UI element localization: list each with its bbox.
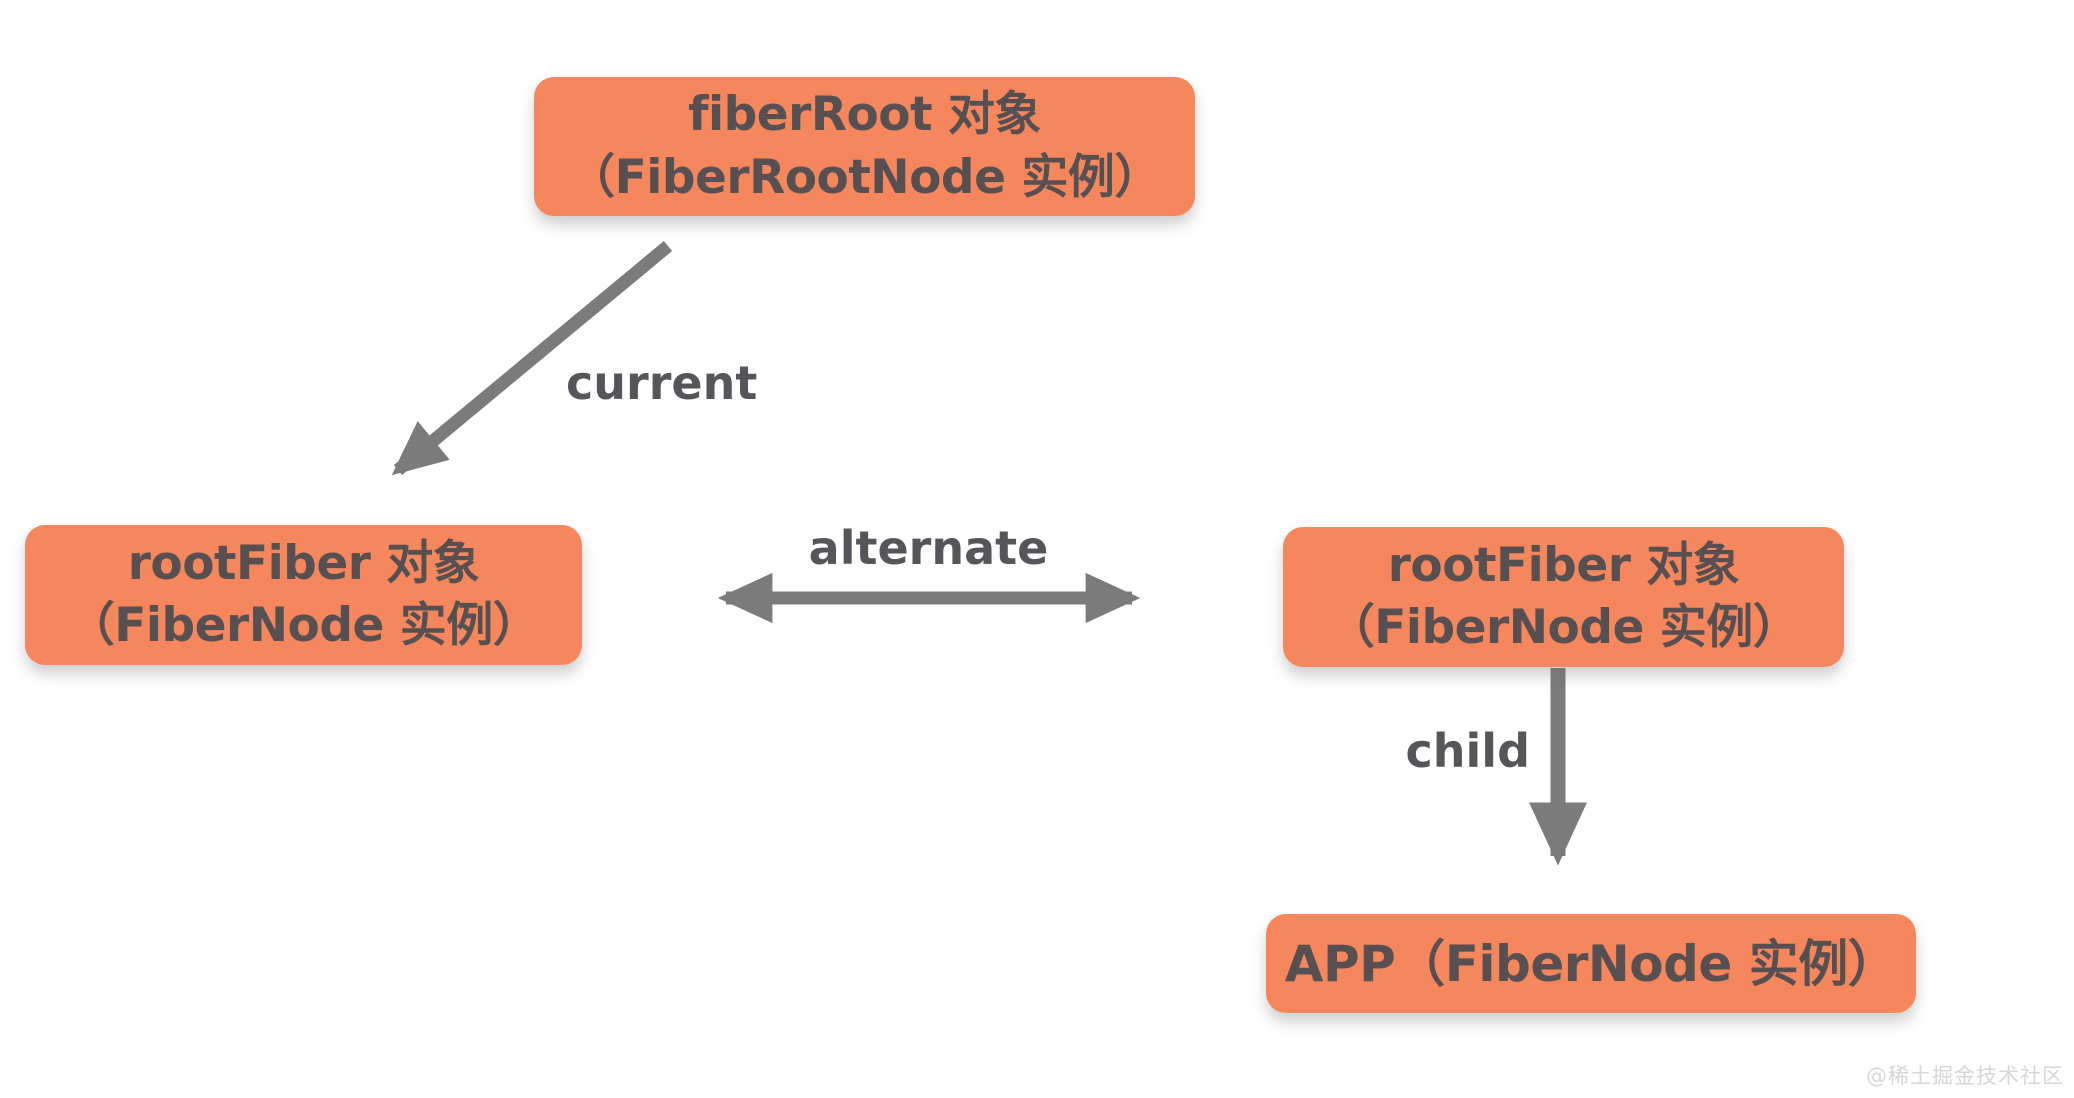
node-fiberroot-line1: fiberRoot 对象	[688, 87, 1041, 143]
node-fiberroot-line2: （FiberRootNode 实例）	[568, 149, 1161, 205]
node-rootfiber-current-line2: （FiberNode 实例）	[67, 598, 540, 653]
node-rootfiber-current-line1: rootFiber 对象	[127, 535, 480, 591]
edge-label-alternate: alternate	[808, 521, 1049, 575]
node-fiberroot: fiberRoot 对象 （FiberRootNode 实例）	[534, 77, 1195, 216]
node-app: APP（FiberNode 实例）	[1266, 914, 1916, 1013]
edge-label-child: child	[1405, 724, 1530, 778]
node-rootfiber-alternate-line1: rootFiber 对象	[1387, 537, 1740, 593]
node-app-line1: APP（FiberNode 实例）	[1284, 934, 1898, 993]
node-rootfiber-current: rootFiber 对象 （FiberNode 实例）	[25, 525, 582, 665]
node-rootfiber-alternate-line2: （FiberNode 实例）	[1327, 600, 1800, 655]
watermark: @稀土掘金技术社区	[1866, 1064, 2064, 1088]
node-rootfiber-alternate: rootFiber 对象 （FiberNode 实例）	[1283, 527, 1844, 667]
edge-label-current: current	[566, 356, 758, 410]
